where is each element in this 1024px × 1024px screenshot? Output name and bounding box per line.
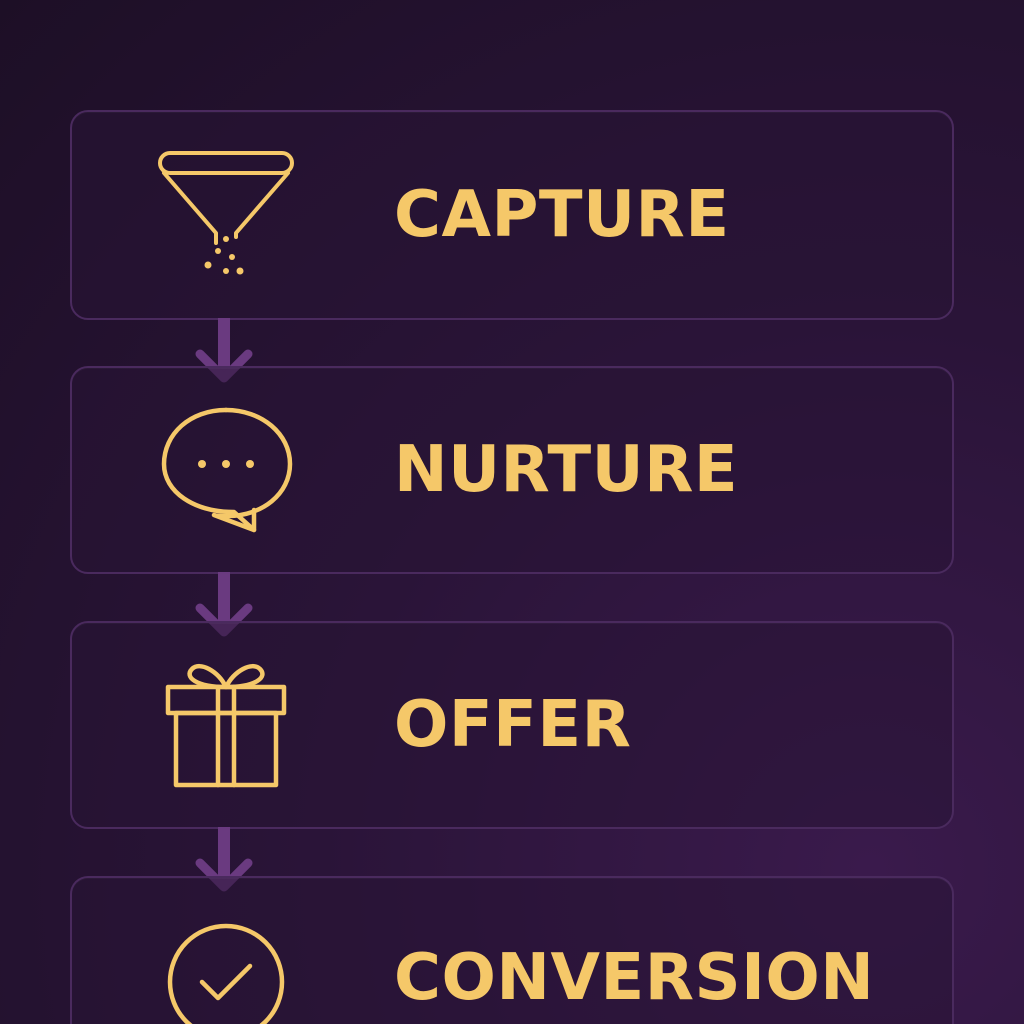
step-card-offer: OFFER: [70, 621, 954, 829]
speech-bubble-icon: [156, 402, 296, 542]
step-label-nurture: NURTURE: [394, 433, 739, 507]
funnel-icon: [156, 147, 296, 287]
gift-icon: [156, 653, 296, 793]
step-card-nurture: NURTURE: [70, 366, 954, 574]
check-circle-icon: [156, 912, 296, 1024]
step-card-conversion: CONVERSION: [70, 876, 954, 1024]
step-label-capture: CAPTURE: [394, 178, 730, 252]
step-card-capture: CAPTURE: [70, 110, 954, 320]
step-label-offer: OFFER: [394, 688, 632, 762]
step-label-conversion: CONVERSION: [394, 941, 875, 1015]
